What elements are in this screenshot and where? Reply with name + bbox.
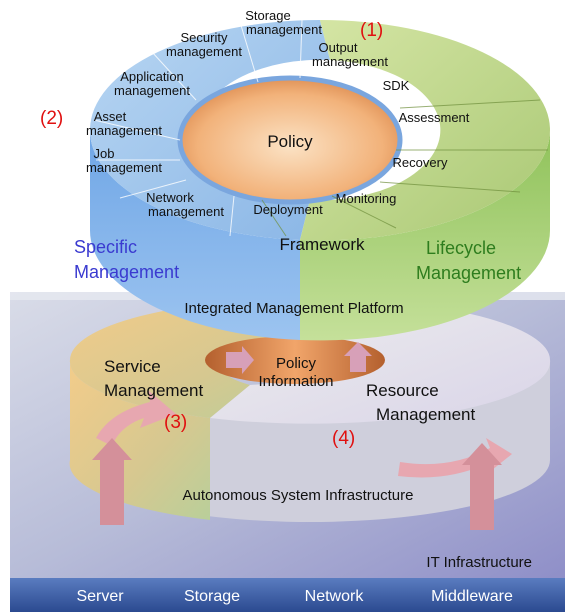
recovery-label: Recovery bbox=[393, 155, 448, 170]
assessment-label: Assessment bbox=[399, 110, 470, 125]
bar-middleware-label: Middleware bbox=[431, 588, 513, 605]
marker-4: (4) bbox=[332, 428, 355, 449]
cycle-arrow-left bbox=[96, 390, 176, 446]
marker-1: (1) bbox=[360, 20, 383, 41]
upper-ring-top-blue bbox=[89, 20, 330, 240]
infrastructure-bar bbox=[10, 578, 565, 612]
up-arrow-right-head bbox=[462, 443, 502, 465]
infrastructure-bar-labels: Server Storage Network Middleware bbox=[76, 588, 513, 605]
bar-server-label: Server bbox=[76, 588, 124, 605]
ring-dividers-green bbox=[261, 99, 548, 237]
marker-3: (3) bbox=[164, 412, 187, 433]
deployment-label: Deployment bbox=[253, 202, 323, 217]
marker-2: (2) bbox=[40, 108, 63, 129]
policy-arrow-right bbox=[344, 342, 372, 372]
up-arrow-left-head bbox=[92, 438, 132, 460]
upper-ring bbox=[89, 19, 551, 341]
upper-ring-side-green bbox=[300, 130, 551, 341]
platform-label: Integrated Management Platform bbox=[184, 300, 403, 317]
monitoring-label: Monitoring bbox=[336, 191, 397, 206]
autonomous-infrastructure-label: Autonomous System Infrastructure bbox=[183, 487, 414, 504]
up-arrow-right-shaft bbox=[470, 460, 494, 530]
lifecycle-management-items: SDK Assessment Recovery Monitoring Deplo… bbox=[253, 78, 469, 217]
upper-ring-side-blue bbox=[89, 130, 300, 340]
it-infrastructure-label: IT Infrastructure bbox=[426, 554, 532, 571]
framework-label: Framework bbox=[279, 235, 365, 254]
lower-ring bbox=[69, 298, 551, 530]
ring-dividers bbox=[93, 19, 303, 237]
sdk-label: SDK bbox=[383, 78, 410, 93]
cycle-arrow-right bbox=[398, 438, 512, 478]
policy-label: Policy bbox=[267, 132, 313, 151]
policy-arrow-left bbox=[226, 346, 254, 374]
bar-network-label: Network bbox=[305, 588, 365, 605]
upper-ring-top-green bbox=[300, 20, 551, 241]
bar-storage-label: Storage bbox=[184, 588, 240, 605]
up-arrow-left-shaft bbox=[100, 455, 124, 525]
lower-ring-core bbox=[205, 336, 385, 384]
